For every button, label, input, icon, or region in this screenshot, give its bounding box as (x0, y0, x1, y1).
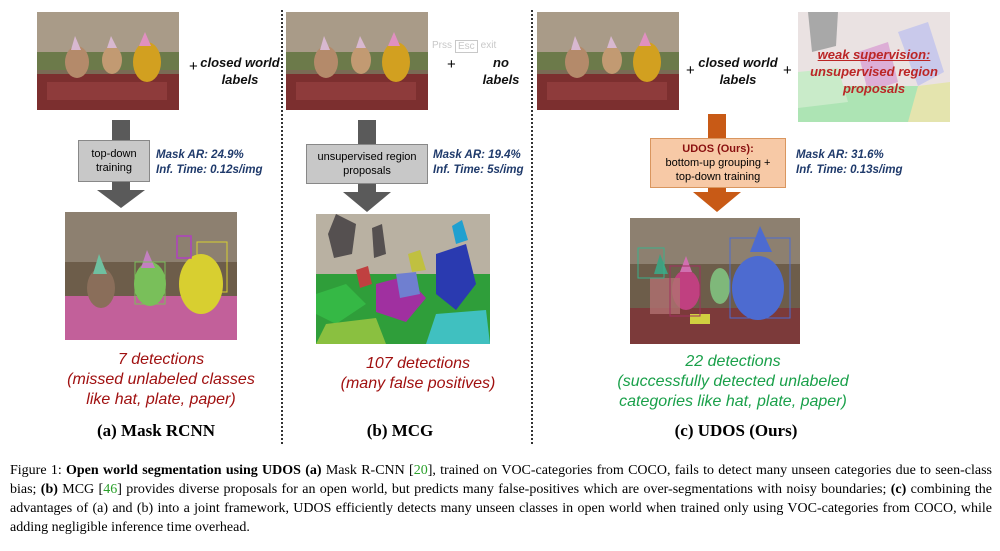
top-down-training-box: top-down training (78, 140, 150, 182)
mask-ar-a: Mask AR: 24.9% (156, 149, 244, 161)
inf-time-a: Inf. Time: 0.12s/img (156, 164, 263, 176)
box-line: bottom-up grouping + (665, 157, 771, 169)
mask-ar-c: Mask AR: 31.6% (796, 149, 884, 161)
figure-caption: Figure 1: Open world segmentation using … (10, 461, 992, 537)
output-photo-a (65, 212, 237, 340)
caption-text: ], trained on VOC-categories from COCO, … (10, 463, 992, 497)
overlay-key: Prss (432, 40, 452, 51)
label-line: labels (482, 72, 520, 87)
plus-sign-c1: + (686, 62, 695, 79)
separator-ab (281, 10, 283, 444)
caption-title: Open world segmentation using UDOS (66, 463, 301, 478)
output-photo-b (316, 214, 490, 344)
weak-supervision-label: weak supervision: unsupervised region pr… (798, 46, 950, 97)
subtitle-b: (b) MCG (366, 421, 434, 440)
label-line: closed world (698, 55, 778, 70)
metric-b: Mask AR: 19.4% Inf. Time: 5s/img (433, 148, 524, 178)
detections-line: 7 detections (117, 351, 205, 368)
inf-time-c: Inf. Time: 0.13s/img (796, 164, 903, 176)
udos-box: UDOS (Ours): bottom-up grouping + top-do… (650, 138, 786, 188)
input-photo-c (537, 12, 679, 110)
caption-tag-a: (a) (300, 463, 322, 478)
closed-world-labels-a: closed world labels (198, 54, 282, 88)
key-overlay-strip: Prss Esc exit (432, 40, 496, 53)
label-line: no (493, 55, 509, 70)
inf-time-b: Inf. Time: 5s/img (433, 164, 524, 176)
weak-line: unsupervised region (810, 64, 938, 79)
detections-line: 107 detections (365, 355, 471, 372)
weak-line: weak supervision: (817, 47, 931, 62)
input-photo-a (37, 12, 179, 110)
box-line: top-down training (675, 171, 761, 183)
box-line: proposals (343, 165, 391, 177)
caption-text: combining the advantages of (a) and (b) … (10, 482, 992, 535)
no-labels-b: no labels (474, 54, 528, 88)
detections-line: categories like hat, plate, paper) (619, 393, 847, 410)
overlay-key: Esc (455, 40, 478, 53)
udos-box-title: UDOS (Ours): (682, 143, 754, 155)
caption-tag-b: (b) (40, 482, 58, 497)
detections-line: like hat, plate, paper) (86, 391, 236, 408)
detections-text-c: 22 detections (successfully detected unl… (598, 352, 868, 412)
closed-world-labels-c: closed world labels (696, 54, 780, 88)
detections-text-b: 107 detections (many false positives) (318, 354, 518, 394)
separator-bc (531, 10, 533, 444)
label-line: closed world (200, 55, 280, 70)
label-line: labels (719, 72, 757, 87)
output-photo-c (630, 218, 800, 344)
metric-a: Mask AR: 24.9% Inf. Time: 0.12s/img (156, 148, 263, 178)
subtitle-a: (a) Mask RCNN (96, 421, 216, 440)
detections-line: (many false positives) (340, 375, 496, 392)
detections-line: 22 detections (685, 353, 781, 370)
citation-link[interactable]: 46 (103, 482, 118, 497)
caption-figure-label: Figure 1: (10, 463, 66, 478)
box-line: unsupervised region (317, 151, 417, 163)
plus-sign-c2: + (783, 62, 792, 79)
unsupervised-proposals-box: unsupervised region proposals (306, 144, 428, 184)
weak-supervision-photo: weak supervision: unsupervised region pr… (798, 12, 950, 122)
label-line: labels (221, 72, 259, 87)
caption-text: Mask R-CNN [ (321, 463, 414, 478)
box-line: training (95, 162, 133, 174)
plus-sign-b: + (447, 56, 456, 73)
citation-link[interactable]: 20 (413, 463, 428, 478)
detections-line: (successfully detected unlabeled (617, 373, 849, 390)
caption-text: ] provides diverse proposals for an open… (117, 482, 891, 497)
subtitle-c: (c) UDOS (Ours) (674, 421, 798, 440)
caption-text: MCG [ (57, 482, 104, 497)
input-photo-b (286, 12, 428, 110)
caption-tag-c: (c) (890, 482, 907, 497)
box-line: top-down (91, 148, 137, 160)
weak-line: proposals (842, 81, 906, 96)
overlay-key: exit (480, 40, 497, 51)
plus-sign-a: + (189, 58, 198, 75)
metric-c: Mask AR: 31.6% Inf. Time: 0.13s/img (796, 148, 903, 178)
mask-ar-b: Mask AR: 19.4% (433, 149, 521, 161)
detections-line: (missed unlabeled classes (67, 371, 255, 388)
detections-text-a: 7 detections (missed unlabeled classes l… (56, 350, 266, 410)
